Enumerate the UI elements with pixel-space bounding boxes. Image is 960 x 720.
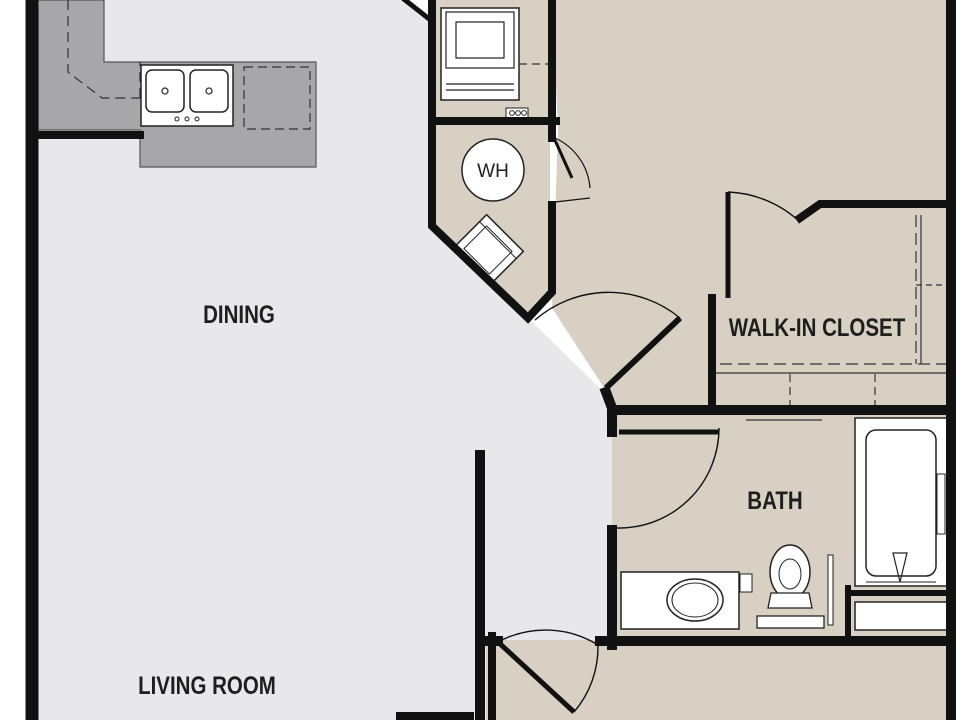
dishwasher — [243, 66, 311, 130]
vanity — [620, 571, 753, 630]
kitchen-counter — [37, 0, 317, 168]
towel-bar — [827, 554, 834, 626]
walls — [25, 0, 956, 720]
water-heater: WH — [461, 138, 525, 202]
room-label-walk-in-closet: WALK-IN CLOSET — [729, 313, 906, 341]
water-heater-label: WH — [477, 161, 509, 182]
room-label-bath: BATH — [747, 486, 802, 514]
living-dining-floor — [38, 0, 612, 720]
toilet — [756, 544, 825, 629]
floor-fills — [38, 0, 948, 720]
door-swings — [496, 137, 801, 714]
washer-dryer — [440, 7, 548, 101]
room-label-living-room: LIVING ROOM — [138, 671, 276, 699]
bedroom-floor — [486, 0, 948, 720]
closet-shelving — [716, 215, 948, 421]
bathtub — [854, 417, 948, 587]
outlet-icon — [505, 107, 529, 119]
linen-shelf — [854, 601, 948, 631]
double-sink — [140, 64, 234, 127]
upper-cabinet-line — [67, 0, 140, 99]
room-label-dining: DINING — [203, 300, 275, 328]
